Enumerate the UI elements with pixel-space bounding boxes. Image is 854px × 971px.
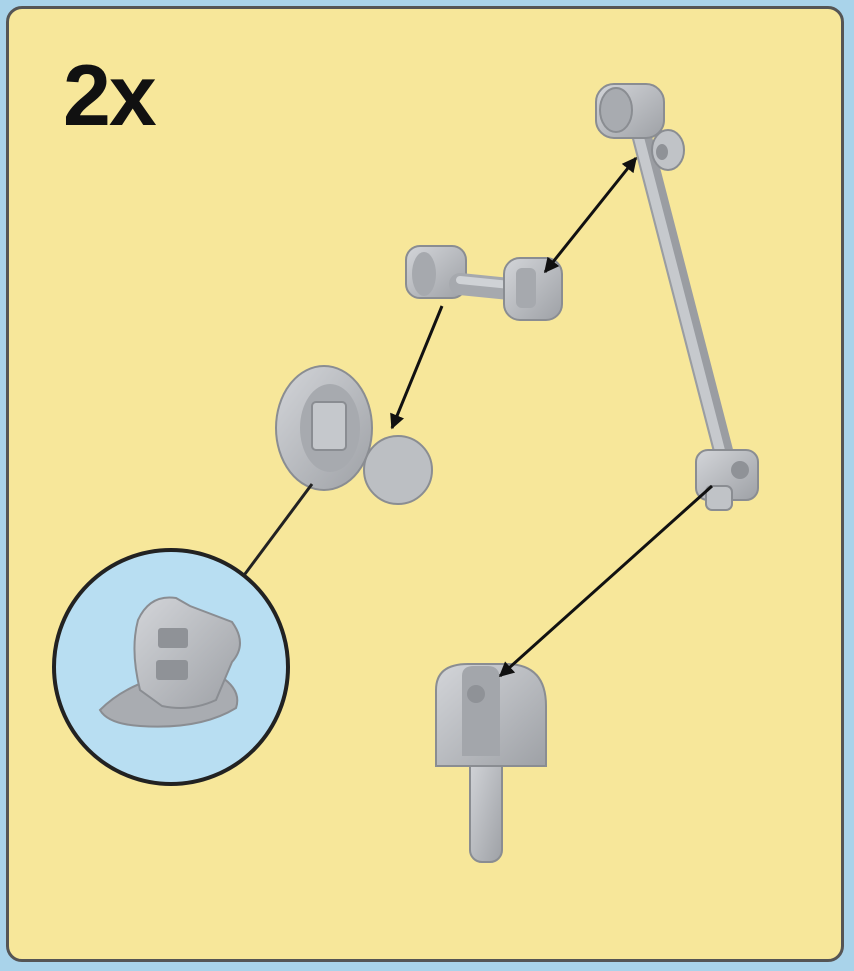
bracket-pin-icon xyxy=(435,663,547,863)
arrow-bar-to-bracket xyxy=(498,484,714,678)
bar-icon xyxy=(595,83,759,511)
axle-connector-icon xyxy=(405,245,563,321)
quantity-label: 2x xyxy=(63,48,157,144)
arrow-bar-to-connector xyxy=(543,156,638,274)
callout-leader-line xyxy=(240,483,314,579)
arrow-connector-to-plate xyxy=(390,305,444,430)
clip-detail-callout xyxy=(52,548,290,786)
round-plate-icon xyxy=(275,365,433,505)
clip-detail-icon xyxy=(98,596,241,728)
